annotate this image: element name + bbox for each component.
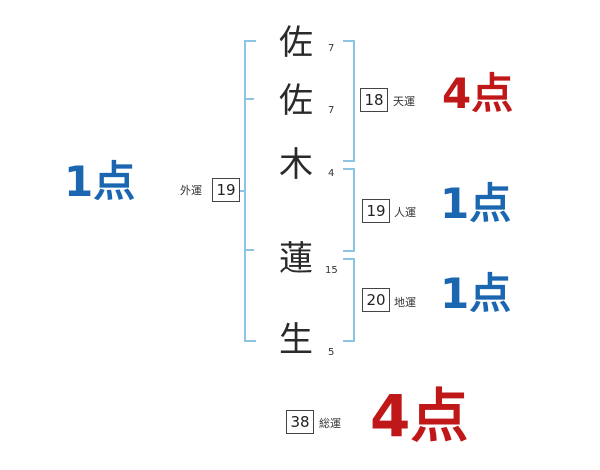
jinun-value-box: 19: [362, 199, 390, 223]
tenun-score: 4点: [442, 69, 514, 118]
chiun-label: 地運: [394, 296, 416, 309]
outer-bracket-stem: [238, 190, 244, 192]
tenun-value-box: 18: [360, 88, 388, 112]
outer-bracket: [244, 40, 256, 342]
gaiun-value-box: 19: [212, 178, 240, 202]
outer-bracket-tick-low: [244, 249, 254, 251]
chiun-score: 1点: [440, 269, 512, 318]
souun-label: 総運: [319, 417, 341, 430]
jinun-label: 人運: [394, 206, 416, 219]
jinun-bracket: [343, 168, 355, 252]
name-char-3: 木: [279, 145, 313, 185]
gaiun-score: 1点: [64, 157, 136, 206]
stroke-count-3: 4: [328, 168, 335, 179]
name-char-2: 佐: [279, 81, 313, 121]
tenun-bracket: [343, 40, 355, 162]
jinun-score: 1点: [440, 179, 512, 228]
stroke-count-2: 7: [328, 105, 335, 116]
gaiun-label: 外運: [180, 184, 202, 197]
name-char-5: 生: [279, 320, 313, 360]
tenun-label: 天運: [393, 95, 415, 108]
name-char-4: 蓮: [279, 239, 313, 279]
souun-value-box: 38: [286, 410, 314, 434]
name-char-1: 佐: [279, 23, 313, 63]
stroke-count-5: 5: [328, 347, 335, 358]
souun-score: 4点: [370, 382, 469, 450]
chiun-bracket: [343, 258, 355, 342]
stroke-count-4: 15: [325, 265, 338, 276]
chiun-value-box: 20: [362, 288, 390, 312]
stroke-count-1: 7: [328, 43, 335, 54]
outer-bracket-tick-mid: [244, 98, 254, 100]
